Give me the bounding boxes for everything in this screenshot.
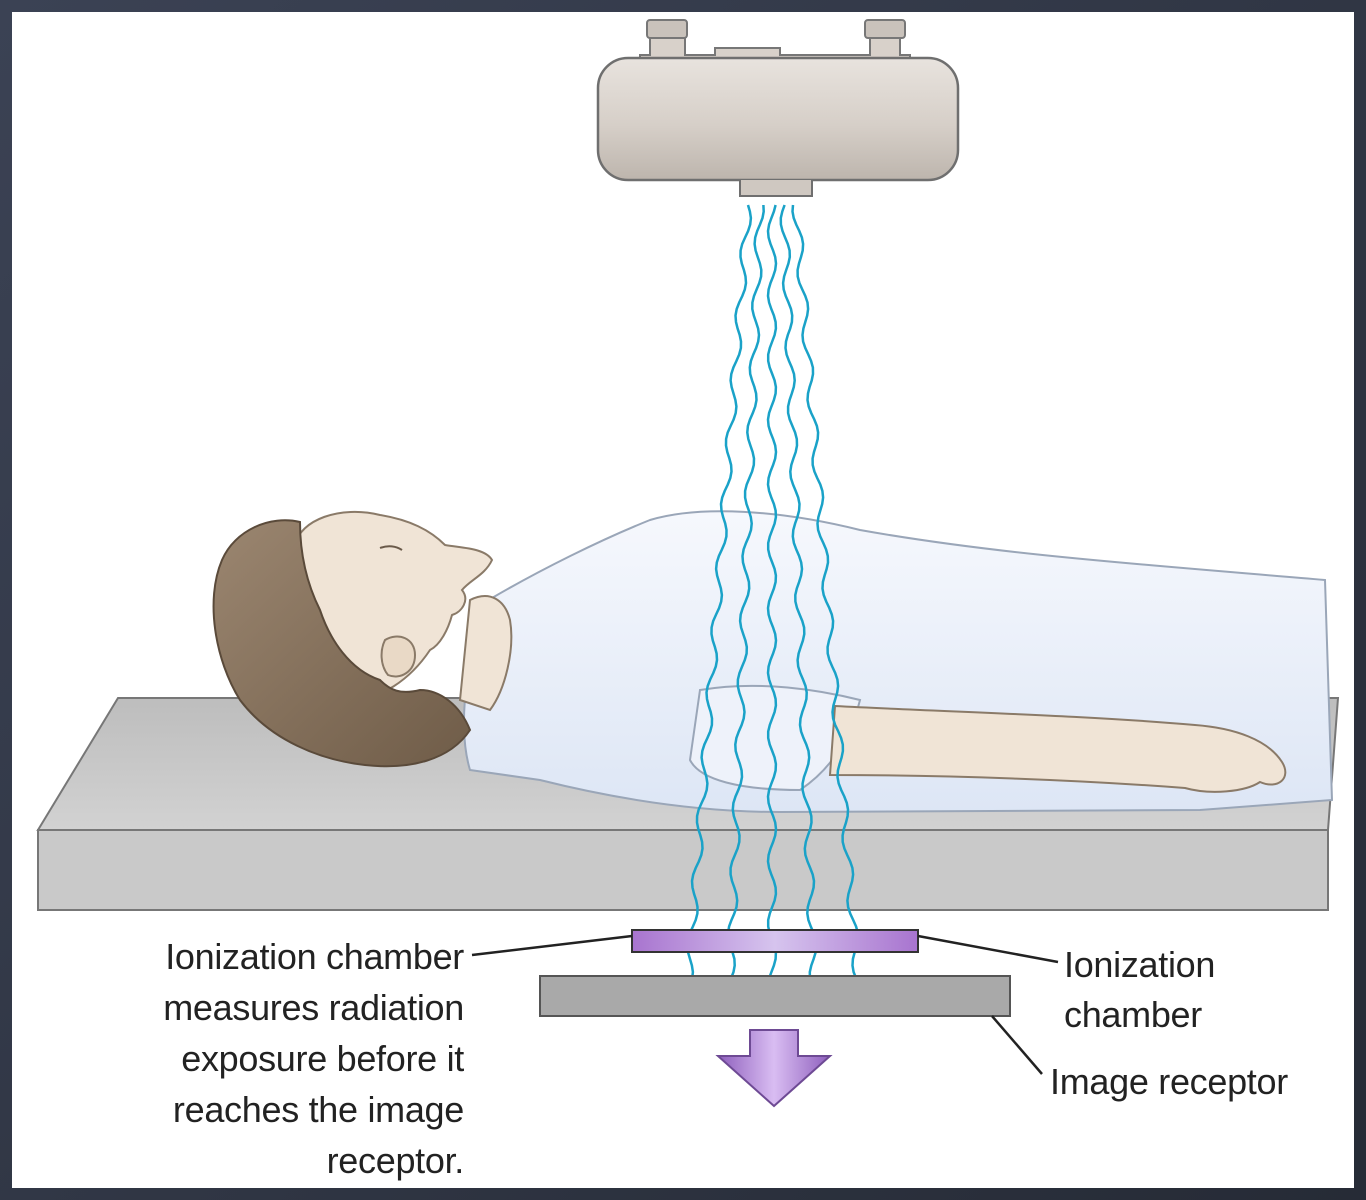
xray-beam-line xyxy=(726,204,765,986)
image-receptor-label: Image receptor xyxy=(1050,1056,1350,1107)
xray-beam-line xyxy=(766,204,778,986)
ionization-note-line: Ionization chamber xyxy=(165,936,464,977)
xray-beam-line xyxy=(685,204,753,986)
leader-image-receptor xyxy=(991,1015,1043,1075)
xray-beam-line xyxy=(791,204,861,986)
xray-tube xyxy=(596,19,960,197)
label-leader-lines xyxy=(471,934,1059,1075)
patient xyxy=(212,510,1334,814)
exam-table-front xyxy=(37,829,1329,911)
ionization-note-line: measures radiation xyxy=(163,987,464,1028)
ionization-note-line: reaches the image xyxy=(172,1089,464,1130)
ionization-note-label: Ionization chamber measures radiation ex… xyxy=(92,931,464,1186)
leader-ionization-chamber xyxy=(917,934,1059,964)
image-receptor xyxy=(539,975,1011,1017)
ionization-note-line: receptor. xyxy=(326,1140,465,1181)
ionization-note-line: exposure before it xyxy=(181,1038,464,1079)
ionization-chamber xyxy=(631,929,919,953)
ionization-chamber-label-line: chamber xyxy=(1064,994,1202,1035)
image-receptor-label-line: Image receptor xyxy=(1050,1061,1288,1102)
ionization-chamber-label: Ionization chamber xyxy=(1064,940,1324,1040)
ionization-chamber-label-line: Ionization xyxy=(1064,944,1216,985)
xray-beams xyxy=(685,204,861,986)
leader-ionization-note xyxy=(471,934,633,957)
radiation-direction-arrow xyxy=(715,1029,833,1108)
xray-beam-line xyxy=(779,204,818,986)
